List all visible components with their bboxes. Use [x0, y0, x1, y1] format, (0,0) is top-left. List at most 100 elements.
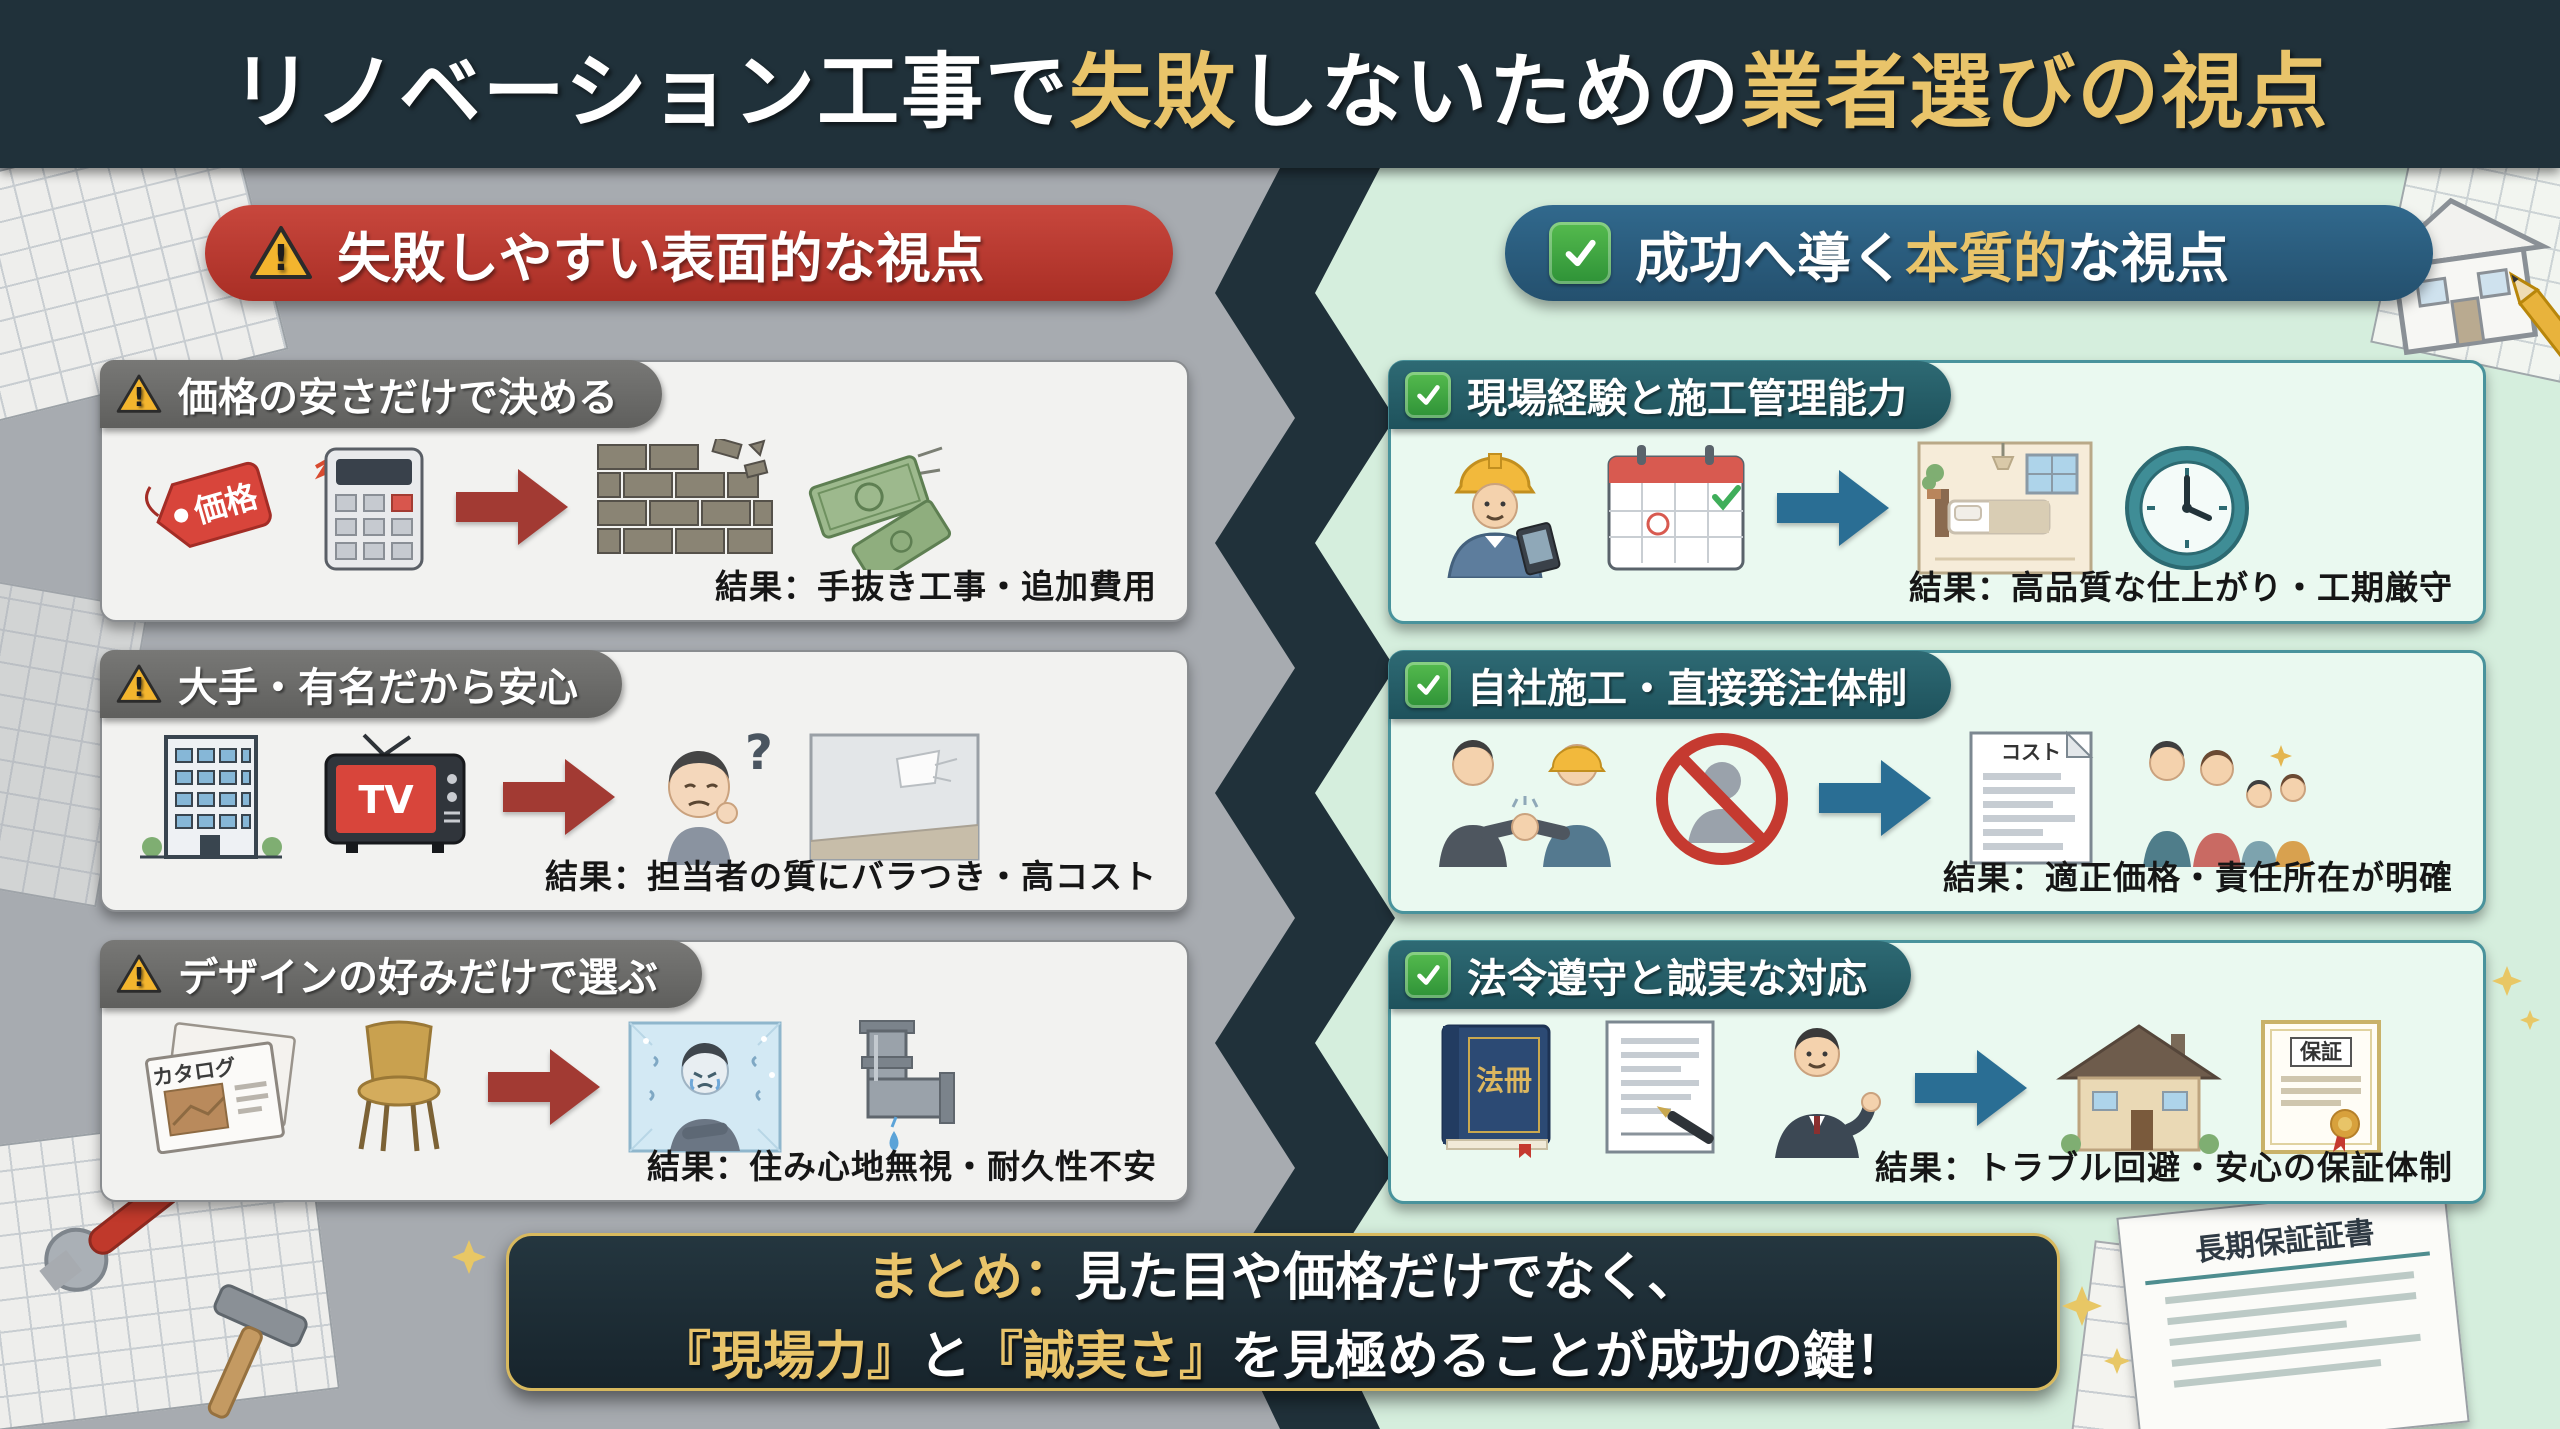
card-title: 現場経験と施工管理能力 [1467, 376, 1907, 422]
left-section-banner: ! 失敗しやすい表面的な視点 [205, 205, 1173, 301]
businessman-icon [1775, 1028, 1881, 1158]
card-content [1425, 439, 2465, 578]
arrow-right-icon [488, 1049, 600, 1125]
zigzag-divider [1215, 168, 1395, 1429]
office-building-icon [140, 735, 282, 859]
result-text: 結果：担当者の質にバラつき・高コスト [545, 857, 1157, 896]
result-text: 結果：トラブル回避・安心の保証体制 [1875, 1148, 2453, 1187]
result-text: 結果：住み心地無視・耐久性不安 [647, 1147, 1157, 1186]
title-seg-2: 失敗 [1069, 44, 1238, 140]
warning-icon: ! [116, 954, 162, 993]
title-seg-4: 業者選びの視点 [1741, 44, 2330, 140]
tv-icon: TV [324, 733, 466, 853]
card-title-pill: ! 大手・有名だから安心 [100, 650, 622, 718]
page-title: リノベーション工事で失敗しないための業者選びの視点 [231, 25, 2329, 144]
warning-icon: ! [250, 226, 312, 279]
guarantee-certificate-icon: 保証 [2261, 1020, 2381, 1154]
card-title-pill: ! 価格の安さだけで決める [100, 360, 662, 428]
happy-family-icon [2143, 740, 2311, 867]
svg-text:!: ! [133, 673, 145, 703]
sparkle-icon [2062, 1286, 2102, 1326]
finished-bedroom-icon [1917, 441, 2093, 575]
title-bar: リノベーション工事で失敗しないための業者選びの視点 [0, 0, 2560, 168]
title-seg-3: しないための [1237, 44, 1742, 140]
svg-text:?: ? [745, 729, 773, 781]
contract-icon [1605, 1020, 1715, 1154]
svg-text:!: ! [133, 383, 145, 413]
left-banner-label: 失敗しやすい表面的な視点 [337, 226, 985, 290]
card-title: デザインの好みだけで選ぶ [178, 955, 658, 1001]
summary-line-2: 『現場力』と『誠実さ』を見極めることが成功の鍵！ [658, 1327, 1908, 1387]
clock-icon [2125, 446, 2249, 570]
calculator-icon [314, 447, 424, 571]
money-icon [808, 446, 952, 570]
left-card-brand: ! 大手・有名だから安心 [100, 650, 1189, 912]
svg-text:!: ! [273, 238, 289, 279]
content-area: ! 失敗しやすい表面的な視点 成功へ導く本質的な視点 ! 価格の安さだけで決める [0, 112, 2560, 1429]
card-title-pill: ! デザインの好みだけで選ぶ [100, 940, 702, 1008]
check-icon [1405, 372, 1451, 418]
summary-box: まとめ：見た目や価格だけでなく、 『現場力』と『誠実さ』を見極めることが成功の鍵… [506, 1233, 2060, 1391]
right-card-compliance: 法令遵守と誠実な対応 法冊 [1388, 940, 2486, 1204]
sparkle-icon [2104, 1348, 2130, 1374]
chair-icon [357, 1020, 441, 1152]
sparkle-icon [452, 1240, 486, 1274]
no-middleman-icon [1656, 733, 1788, 865]
cost-document-icon: コスト [1969, 730, 2094, 865]
house-sketch [2367, 197, 2552, 356]
left-card-price: ! 価格の安さだけで決める 価格 [100, 360, 1189, 622]
warning-icon: ! [116, 374, 162, 413]
card-title: 大手・有名だから安心 [178, 665, 578, 711]
house-icon [2056, 1024, 2222, 1154]
arrow-right-icon [456, 469, 568, 545]
warning-icon: ! [116, 664, 162, 703]
construction-worker-icon [1447, 453, 1561, 578]
card-content: コスト [1425, 729, 2465, 867]
right-card-experience: 現場経験と施工管理能力 [1388, 360, 2486, 624]
card-content: 法冊 [1425, 1019, 2465, 1158]
svg-text:TV: TV [358, 778, 414, 822]
check-icon [1405, 952, 1451, 998]
result-text: 結果：適正価格・責任所在が明確 [1943, 858, 2453, 897]
svg-text:!: ! [133, 963, 145, 993]
summary-line-1: まとめ：見た目や価格だけでなく、 [866, 1248, 1700, 1308]
card-title-pill: 自社施工・直接発注体制 [1389, 651, 1951, 719]
card-content: TV ? [136, 728, 1169, 866]
svg-text:コスト: コスト [2001, 740, 2061, 764]
result-text: 結果：手抜き工事・追加費用 [715, 567, 1157, 606]
sparkle-icon [2520, 1010, 2540, 1030]
arrow-right-icon [1915, 1050, 2027, 1126]
broken-wall-icon [597, 439, 773, 554]
arrow-right-icon [503, 759, 615, 835]
cold-person-icon [628, 1021, 782, 1153]
result-text: 結果：高品質な仕上がり・工期厳守 [1909, 568, 2453, 607]
card-title: 価格の安さだけで決める [178, 375, 618, 421]
handshake-icon [1439, 739, 1611, 867]
title-seg-1: リノベーション工事で [230, 44, 1070, 140]
right-section-banner: 成功へ導く本質的な視点 [1505, 205, 2433, 301]
calendar-icon [1607, 445, 1745, 571]
check-icon [1405, 662, 1451, 708]
price-tag-icon: 価格 [145, 461, 272, 548]
empty-room-icon [809, 733, 980, 861]
card-content: 価格 [136, 438, 1169, 576]
card-title: 法令遵守と誠実な対応 [1467, 956, 1867, 1002]
svg-text:法冊: 法冊 [1476, 1064, 1532, 1097]
left-card-design: ! デザインの好みだけで選ぶ カタログ [100, 940, 1189, 1202]
sparkle-icon [2492, 966, 2522, 996]
svg-text:保証: 保証 [2299, 1040, 2342, 1064]
card-content: カタログ [136, 1018, 1169, 1156]
arrow-right-icon [1819, 760, 1931, 836]
card-title: 自社施工・直接発注体制 [1467, 666, 1907, 712]
law-book-icon: 法冊 [1441, 1024, 1551, 1158]
hammer-icon [207, 1284, 308, 1419]
warranty-document: 長期保証証書 [2116, 1183, 2470, 1429]
catalog-icon: カタログ [145, 1022, 296, 1154]
card-title-pill: 現場経験と施工管理能力 [1389, 361, 1951, 429]
check-icon [1549, 222, 1611, 284]
worried-person-icon: ? [667, 729, 773, 865]
leaky-pipe-icon [859, 1020, 955, 1151]
right-card-direct-order: 自社施工・直接発注体制 [1388, 650, 2486, 914]
warranty-document-title: 長期保証証書 [2139, 1201, 2430, 1286]
